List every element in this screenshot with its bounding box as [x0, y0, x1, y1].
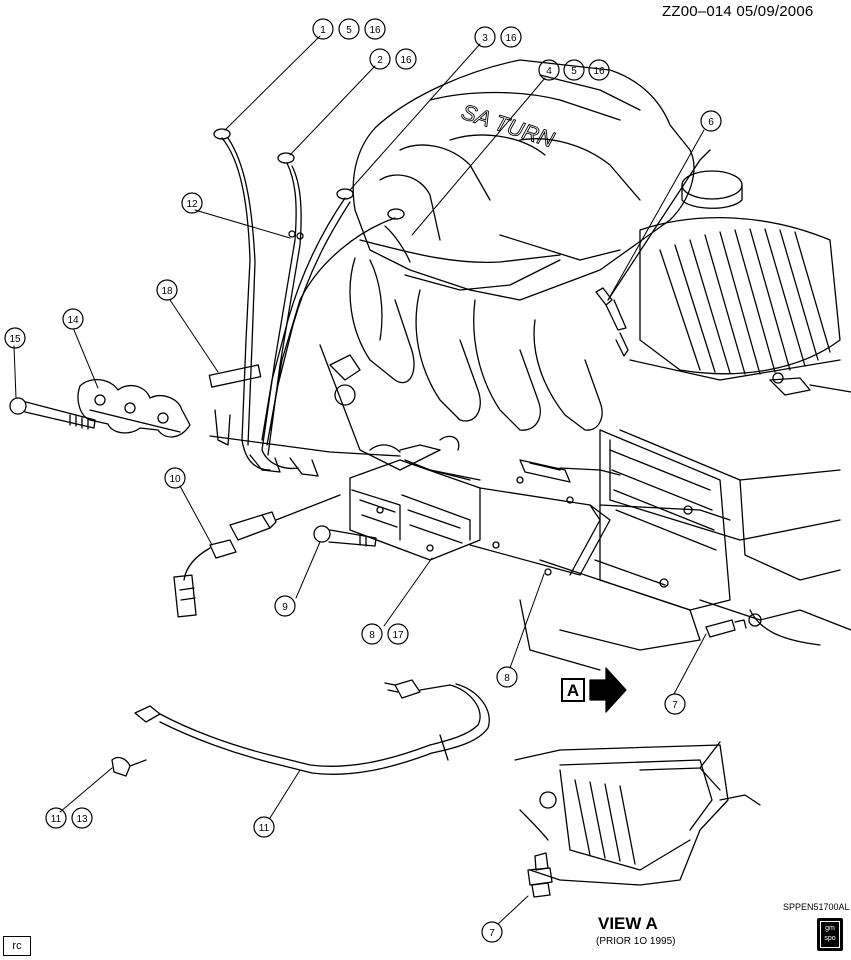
callout-numbers: 1 5 16 2 16 3 16 4 5 16 6 12 18 14 15 10… — [9, 25, 714, 939]
bracket-housing-drawing — [519, 429, 851, 671]
callout-8: 8 — [504, 673, 510, 684]
callout-12: 12 — [186, 199, 198, 210]
callout-4: 4 — [546, 66, 552, 77]
callout-1: 1 — [320, 25, 326, 36]
bolt-9-drawing — [313, 525, 377, 547]
callout-9: 9 — [282, 602, 288, 613]
air-intake-duct-drawing — [609, 170, 851, 581]
callout-17: 17 — [392, 630, 404, 641]
view-a-subtitle: (PRIOR 1O 1995) — [596, 936, 676, 947]
ignition-coil-module-drawing — [349, 459, 731, 588]
illustration-reference-code: SPPEN51700AL — [783, 902, 850, 912]
view-a-arrow — [589, 667, 627, 713]
rc-label: rc — [3, 936, 31, 956]
diagram-id-title: ZZ00–014 05/09/2006 — [662, 3, 814, 20]
intake-manifold-drawing: SA TURN — [352, 59, 695, 301]
view-a-callout-box: A — [561, 678, 585, 702]
spark-plug-7-drawing — [705, 613, 762, 638]
callout-14: 14 — [67, 315, 79, 326]
callout-2: 2 — [377, 55, 383, 66]
bolts-15-drawing — [9, 397, 96, 430]
callout-6: 6 — [708, 117, 714, 128]
spark-plug-6-drawing — [595, 149, 711, 357]
callout-16: 16 — [400, 55, 412, 66]
callout-5: 5 — [346, 25, 352, 36]
callout-11: 11 — [51, 814, 62, 825]
callout-16: 16 — [505, 33, 517, 44]
callout-7: 7 — [672, 700, 678, 711]
spark-plug-wires-drawing — [208, 128, 411, 477]
callout-5: 5 — [571, 66, 577, 77]
view-a-title: VIEW A — [598, 914, 658, 933]
gm-spo-logo: gm spo — [817, 918, 843, 951]
callout-7: 7 — [489, 928, 495, 939]
callout-15: 15 — [9, 334, 21, 345]
leader-lines — [13, 35, 707, 925]
manifold-runners-drawing — [319, 257, 603, 471]
callout-18: 18 — [161, 286, 173, 297]
oxygen-sensor-harness-drawing — [111, 679, 490, 777]
callout-3: 3 — [482, 33, 488, 44]
callout-circles — [4, 18, 722, 943]
callout-8: 8 — [369, 630, 375, 641]
callout-16: 16 — [593, 66, 605, 77]
callout-11: 11 — [259, 823, 270, 834]
callout-10: 10 — [169, 474, 181, 485]
coil-bracket-14-drawing — [77, 379, 191, 438]
callout-16: 16 — [369, 25, 381, 36]
svg-text:SA TURN: SA TURN — [458, 99, 557, 152]
view-a-detail-drawing — [514, 741, 761, 898]
callout-13: 13 — [76, 814, 88, 825]
crankshaft-sensor-10-drawing — [173, 494, 341, 618]
